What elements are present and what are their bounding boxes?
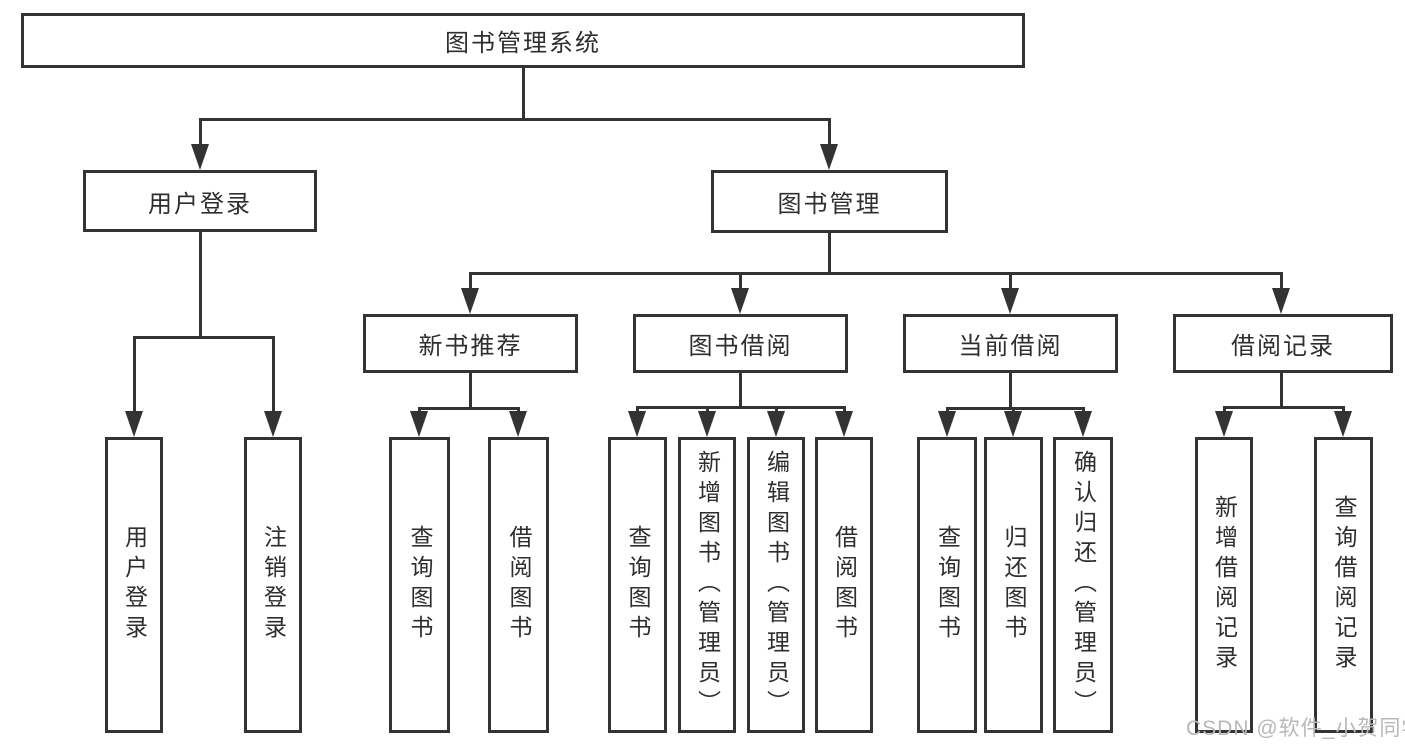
node-label: 确认归还（管理员）: [1070, 450, 1097, 720]
node-label: 查询图书: [625, 525, 651, 645]
node-leaf-query-book-2: 查询图书: [608, 437, 667, 733]
node-label: 查询图书: [934, 525, 961, 645]
connector-stem: [521, 68, 525, 121]
node-leaf-query-book-3: 查询图书: [917, 437, 977, 733]
node-label: 借阅记录: [1231, 333, 1335, 360]
node-leaf-borrow-book-2: 借阅图书: [815, 437, 873, 733]
connector-rail: [417, 407, 520, 410]
connector-stem: [827, 233, 831, 275]
connector-drop: [468, 272, 472, 294]
node-leaf-user-login: 用户登录: [105, 437, 163, 733]
arrowhead-down-icon: [1001, 288, 1019, 314]
node-book-borrow: 图书借阅: [633, 314, 848, 373]
connector-rail: [945, 407, 1085, 410]
connector-stem: [198, 232, 202, 339]
arrowhead-down-icon: [938, 411, 956, 437]
node-leaf-query-book-1: 查询图书: [389, 437, 450, 733]
arrowhead-down-icon: [191, 144, 209, 170]
connector-stem: [468, 373, 472, 410]
connector-rail: [1222, 406, 1345, 409]
connector-drop: [132, 336, 136, 417]
arrowhead-down-icon: [461, 288, 479, 314]
connector-drop: [271, 336, 275, 417]
arrowhead-down-icon: [731, 288, 749, 314]
arrowhead-down-icon: [698, 411, 716, 437]
node-leaf-logout: 注销登录: [244, 437, 302, 733]
connector-stem: [1279, 373, 1283, 409]
arrowhead-down-icon: [767, 411, 785, 437]
connector-drop: [1279, 272, 1283, 294]
node-label: 借阅图书: [506, 525, 532, 645]
arrowhead-down-icon: [264, 411, 282, 437]
node-leaf-add-book-admin: 新增图书（管理员）: [678, 437, 736, 733]
node-label: 图书管理: [777, 191, 882, 218]
node-leaf-add-borrow-rec: 新增借阅记录: [1195, 437, 1253, 733]
connector-stem: [1008, 373, 1012, 410]
arrowhead-down-icon: [820, 144, 838, 170]
node-leaf-query-borrow-rec: 查询借阅记录: [1314, 437, 1373, 733]
connector-rail: [132, 336, 275, 339]
connector-drop: [1008, 272, 1012, 294]
arrowhead-down-icon: [410, 411, 428, 437]
connector-rail: [198, 118, 831, 121]
node-label: 注销登录: [260, 525, 287, 645]
arrowhead-down-icon: [509, 411, 527, 437]
node-current-borrow: 当前借阅: [903, 314, 1118, 373]
node-label: 查询借阅记录: [1331, 495, 1357, 675]
node-label: 查询图书: [407, 525, 433, 645]
node-label: 新增图书（管理员）: [694, 450, 721, 720]
arrowhead-down-icon: [125, 411, 143, 437]
node-label: 新增借阅记录: [1211, 495, 1238, 675]
arrowhead-down-icon: [1215, 411, 1233, 437]
node-label: 当前借阅: [958, 333, 1063, 360]
node-book-management: 图书管理: [711, 170, 948, 233]
node-leaf-confirm-return: 确认归还（管理员）: [1053, 437, 1113, 733]
arrowhead-down-icon: [835, 411, 853, 437]
node-label: 借阅图书: [831, 525, 858, 645]
arrowhead-down-icon: [628, 411, 646, 437]
node-label: 归还图书: [1001, 525, 1027, 645]
node-label: 用户登录: [148, 190, 252, 218]
node-label: 图书管理系统: [445, 30, 601, 57]
node-leaf-edit-book-admin: 编辑图书（管理员）: [747, 437, 805, 733]
node-leaf-return-book: 归还图书: [984, 437, 1043, 733]
node-label: 编辑图书（管理员）: [763, 450, 790, 720]
node-label: 新书推荐: [418, 333, 523, 360]
arrowhead-down-icon: [1004, 411, 1022, 437]
node-label: 用户登录: [121, 525, 148, 645]
node-borrow-records: 借阅记录: [1173, 314, 1393, 373]
node-new-book-recommend: 新书推荐: [363, 314, 578, 373]
arrowhead-down-icon: [1272, 288, 1290, 314]
connector-stem: [738, 373, 742, 409]
connector-drop: [827, 118, 831, 150]
node-user-login: 用户登录: [83, 170, 317, 232]
connector-drop: [198, 118, 202, 150]
csdn-watermark: CSDN @软件_小贺同学: [1186, 717, 1405, 740]
arrowhead-down-icon: [1074, 411, 1092, 437]
node-label: 图书借阅: [688, 333, 793, 360]
arrowhead-down-icon: [1334, 411, 1352, 437]
node-root: 图书管理系统: [21, 13, 1025, 68]
connector-drop: [738, 272, 742, 294]
node-leaf-borrow-book-1: 借阅图书: [488, 437, 549, 733]
connector-rail: [635, 406, 846, 409]
connector-rail: [468, 272, 1283, 275]
